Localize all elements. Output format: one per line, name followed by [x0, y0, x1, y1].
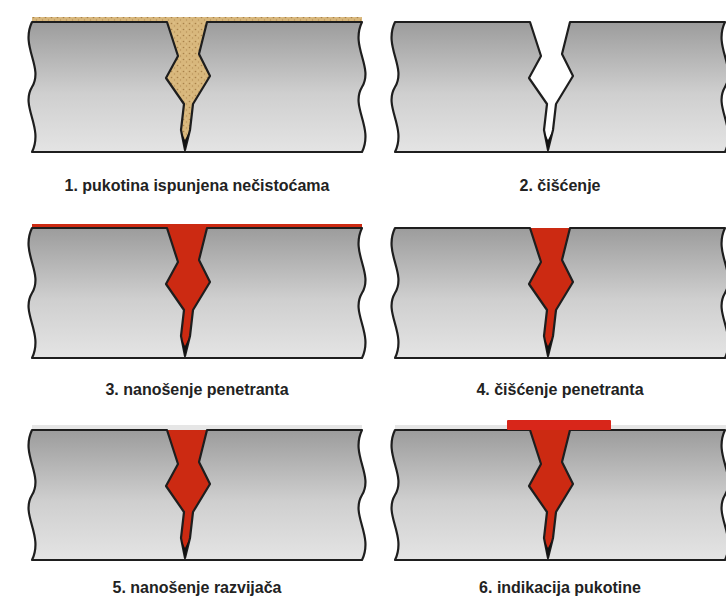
dirty-crack-figure — [29, 17, 366, 152]
clean-crack-figure — [392, 22, 726, 152]
step-caption: 2. čišćenje — [520, 177, 601, 195]
step-caption: 3. nanošenje penetranta — [105, 381, 288, 399]
developer-figure — [29, 425, 366, 560]
penetrant-removed-figure — [392, 228, 726, 358]
step-caption: 6. indikacija pukotine — [479, 579, 641, 597]
step-caption: 4. čišćenje penetranta — [476, 381, 643, 399]
penetrant-figure — [29, 224, 366, 358]
indication-figure — [392, 420, 726, 560]
step-caption: 5. nanošenje razvijača — [113, 579, 282, 597]
step-caption: 1. pukotina ispunjena nečistoćama — [65, 177, 330, 195]
